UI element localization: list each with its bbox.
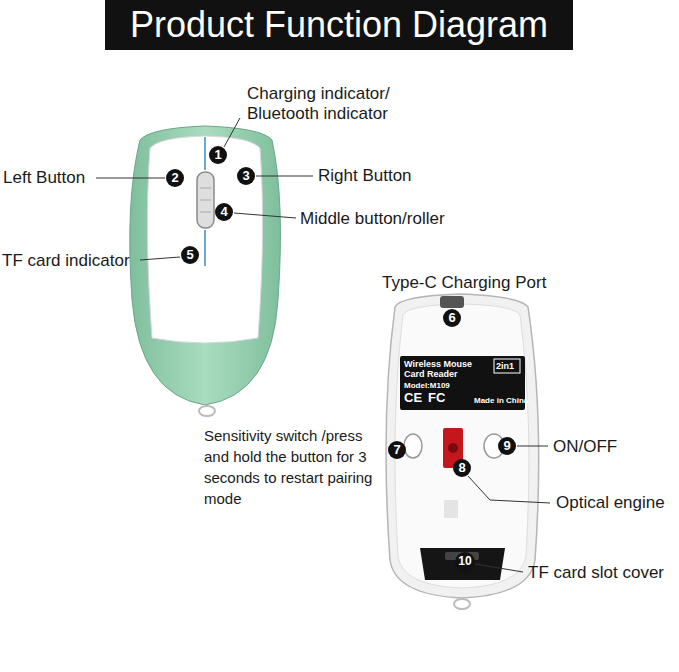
mouse-top-view bbox=[130, 126, 281, 416]
sticker-text: FC bbox=[428, 391, 445, 406]
callout-circles bbox=[166, 146, 516, 572]
sticker-text: Model:M109 bbox=[404, 381, 450, 390]
title-band bbox=[105, 0, 573, 50]
callout-number: 5 bbox=[186, 248, 193, 263]
part-label: Charging indicator/ Bluetooth indicator bbox=[247, 84, 437, 123]
sticker-text: Made in China bbox=[474, 396, 528, 405]
part-label: Middle button/roller bbox=[300, 209, 445, 229]
note-text: Sensitivity switch /press and hold the b… bbox=[204, 425, 384, 509]
callout-number: 4 bbox=[220, 205, 227, 220]
callout-number: 1 bbox=[214, 148, 221, 163]
callout-number: 3 bbox=[242, 169, 249, 184]
leader-lines bbox=[96, 118, 550, 572]
callout-number: 7 bbox=[393, 443, 400, 458]
part-label: Right Button bbox=[318, 166, 412, 186]
sticker-text: Wireless Mouse Card Reader bbox=[404, 359, 484, 380]
callout-number: 9 bbox=[503, 439, 510, 454]
sticker-text: CE bbox=[404, 391, 422, 406]
callout-number: 6 bbox=[448, 311, 455, 326]
callout-number: 2 bbox=[171, 171, 178, 186]
callout-number: 8 bbox=[458, 461, 465, 476]
diagram-title: Product Function Diagram bbox=[105, 0, 573, 50]
part-label: TF card slot cover bbox=[528, 563, 664, 583]
part-label: Type-C Charging Port bbox=[382, 273, 546, 293]
part-label: Optical engine bbox=[556, 493, 665, 513]
part-label: TF card indicator bbox=[2, 251, 130, 271]
mouse-bottom-view bbox=[386, 294, 539, 609]
callout-number: 10 bbox=[458, 555, 471, 569]
part-label: ON/OFF bbox=[553, 437, 617, 457]
sticker-text: 2in1 bbox=[496, 361, 514, 371]
part-label: Left Button bbox=[3, 168, 85, 188]
